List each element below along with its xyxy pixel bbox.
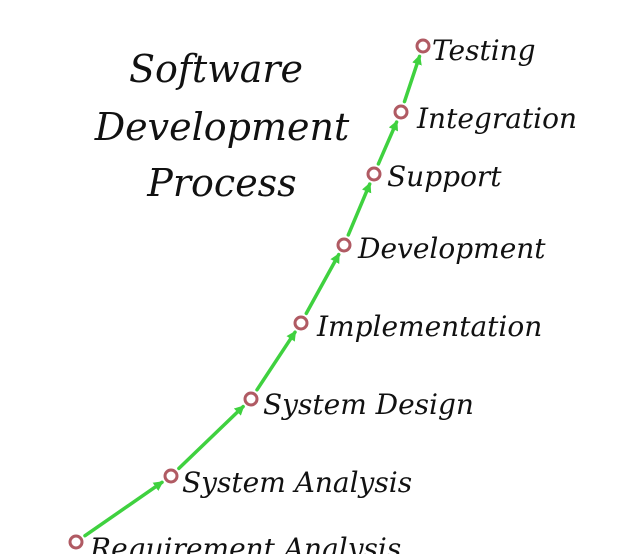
step-label: System Analysis	[182, 466, 412, 499]
diagram-title: Software Development Process	[94, 47, 350, 205]
title-line-1: Software	[129, 47, 303, 91]
step-label: Development	[357, 232, 546, 265]
process-step: System Design	[243, 388, 474, 421]
arrow-connector	[376, 120, 399, 166]
circle-node-icon	[415, 38, 431, 54]
process-step: Development	[336, 232, 546, 265]
process-step: System Analysis	[163, 466, 412, 499]
arrow-connector	[346, 182, 372, 237]
step-label: Requirement Analysis	[89, 532, 401, 554]
arrow-connector	[255, 330, 297, 392]
title-line-2: Development	[94, 105, 350, 149]
arrow-connector	[402, 54, 422, 104]
process-step: Requirement Analysis	[68, 532, 401, 554]
arrow-connector	[177, 404, 245, 471]
process-step: Testing	[415, 34, 536, 67]
circle-node-icon	[68, 534, 84, 550]
title-line-3: Process	[146, 161, 296, 205]
step-label: System Design	[263, 388, 474, 421]
arrow-connector	[83, 480, 164, 538]
arrows-layer	[83, 54, 422, 538]
circle-node-icon	[393, 104, 409, 120]
step-label: Integration	[416, 102, 577, 135]
circle-node-icon	[366, 166, 382, 182]
step-label: Testing	[432, 34, 536, 67]
process-step: Implementation	[293, 310, 542, 343]
arrow-connector	[304, 252, 341, 316]
circle-node-icon	[163, 468, 179, 484]
circle-node-icon	[243, 391, 259, 407]
circle-node-icon	[336, 237, 352, 253]
step-label: Support	[387, 160, 502, 193]
step-label: Implementation	[316, 310, 542, 343]
process-step: Integration	[393, 102, 577, 135]
steps-layer: Requirement Analysis System Analysis Syste…	[68, 34, 577, 554]
process-step: Support	[366, 160, 502, 193]
circle-node-icon	[293, 315, 309, 331]
